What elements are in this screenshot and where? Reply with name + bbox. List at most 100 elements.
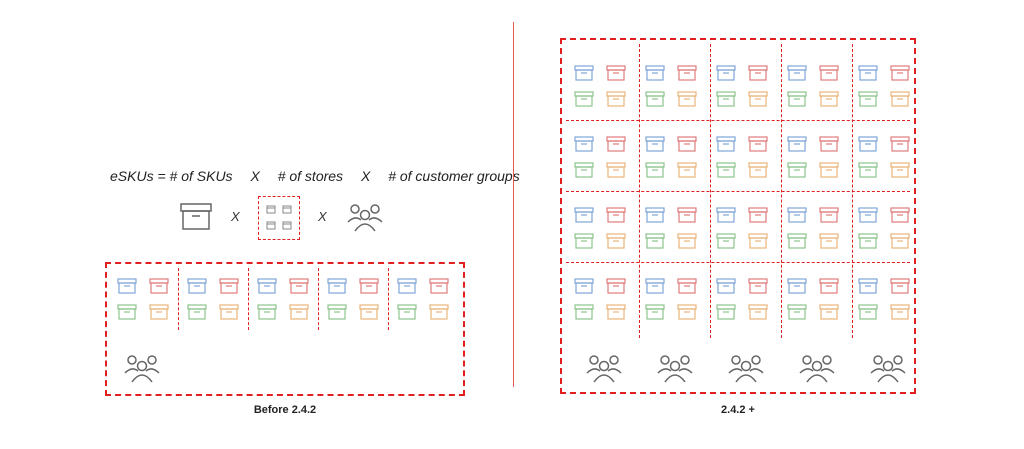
box-icon: [117, 278, 137, 294]
sku-cell: [117, 278, 173, 322]
box-icon: [716, 207, 736, 223]
box-icon: [149, 304, 169, 320]
sku-cell: [574, 207, 630, 251]
box-icon: [819, 65, 839, 81]
cell-divider: [566, 191, 910, 192]
sku-cell: [858, 278, 914, 322]
box-icon: [359, 278, 379, 294]
box-icon: [149, 278, 169, 294]
cell-divider: [388, 268, 389, 330]
icon-row-x2: X: [318, 209, 327, 224]
formula-groups: # of customer groups: [388, 168, 520, 184]
box-icon: [716, 304, 736, 320]
sku-cell: [187, 278, 243, 322]
box-icon: [858, 65, 878, 81]
box-icon: [645, 65, 665, 81]
sku-cell: [787, 207, 843, 251]
box-icon: [257, 278, 277, 294]
box-icon: [787, 65, 807, 81]
box-icon: [645, 91, 665, 107]
box-icon: [858, 207, 878, 223]
cell-divider: [248, 268, 249, 330]
sku-cell: [858, 136, 914, 180]
before-label: Before 2.4.2: [253, 404, 317, 416]
box-icon: [606, 65, 626, 81]
box-icon: [890, 278, 910, 294]
center-divider: [513, 22, 514, 387]
box-icon: [574, 65, 594, 81]
box-icon: [787, 278, 807, 294]
box-icon: [677, 162, 697, 178]
box-icon: [677, 65, 697, 81]
box-icon: [890, 233, 910, 249]
icon-row-x1: X: [231, 209, 240, 224]
box-icon: [819, 162, 839, 178]
before-panel: [105, 262, 465, 396]
box-icon: [858, 162, 878, 178]
after-panel: [560, 38, 916, 394]
box-icon: [748, 304, 768, 320]
box-icon: [858, 278, 878, 294]
box-icon: [645, 278, 665, 294]
box-icon: [748, 65, 768, 81]
box-icon: [257, 304, 277, 320]
cell-divider: [318, 268, 319, 330]
box-icon: [748, 278, 768, 294]
sku-cell: [574, 278, 630, 322]
box-icon: [858, 233, 878, 249]
box-icon: [677, 304, 697, 320]
after-label: 2.4.2 +: [721, 404, 755, 416]
box-icon: [787, 136, 807, 152]
box-icon: [677, 91, 697, 107]
box-icon: [748, 207, 768, 223]
box-icon: [429, 304, 449, 320]
box-icon: [858, 304, 878, 320]
box-icon: [890, 304, 910, 320]
box-icon: [397, 304, 417, 320]
box-icon: [574, 162, 594, 178]
box-icon: [187, 278, 207, 294]
box-icon: [606, 207, 626, 223]
box-icon: [787, 162, 807, 178]
formula-x1: X: [250, 168, 260, 184]
box-icon: [606, 304, 626, 320]
box-icon: [716, 136, 736, 152]
people-group-icon: [799, 351, 835, 383]
box-icon: [819, 136, 839, 152]
sku-cell: [257, 278, 313, 322]
box-icon: [819, 278, 839, 294]
sku-cell: [645, 278, 701, 322]
box-icon: [677, 207, 697, 223]
box-icon: [645, 304, 665, 320]
sku-cell: [716, 65, 772, 109]
sku-cell: [574, 136, 630, 180]
cell-divider: [566, 262, 910, 263]
box-icon: [645, 207, 665, 223]
box-icon: [574, 207, 594, 223]
box-icon: [787, 304, 807, 320]
box-icon: [397, 278, 417, 294]
box-icon: [858, 136, 878, 152]
sku-cell: [574, 65, 630, 109]
box-icon: [574, 233, 594, 249]
formula-stores: # of stores: [277, 168, 344, 184]
sku-box-icon: [180, 203, 212, 231]
people-group-icon: [124, 351, 160, 383]
box-icon: [890, 65, 910, 81]
sku-cell: [327, 278, 383, 322]
box-icon: [819, 304, 839, 320]
box-icon: [606, 278, 626, 294]
box-icon: [117, 304, 137, 320]
box-icon: [606, 136, 626, 152]
sku-cell: [645, 207, 701, 251]
box-icon: [787, 207, 807, 223]
box-icon: [716, 91, 736, 107]
box-icon: [748, 162, 768, 178]
box-icon: [606, 91, 626, 107]
box-icon: [289, 304, 309, 320]
sku-cell: [645, 136, 701, 180]
sku-cell: [645, 65, 701, 109]
box-icon: [819, 207, 839, 223]
box-icon: [716, 162, 736, 178]
sku-cell: [787, 65, 843, 109]
